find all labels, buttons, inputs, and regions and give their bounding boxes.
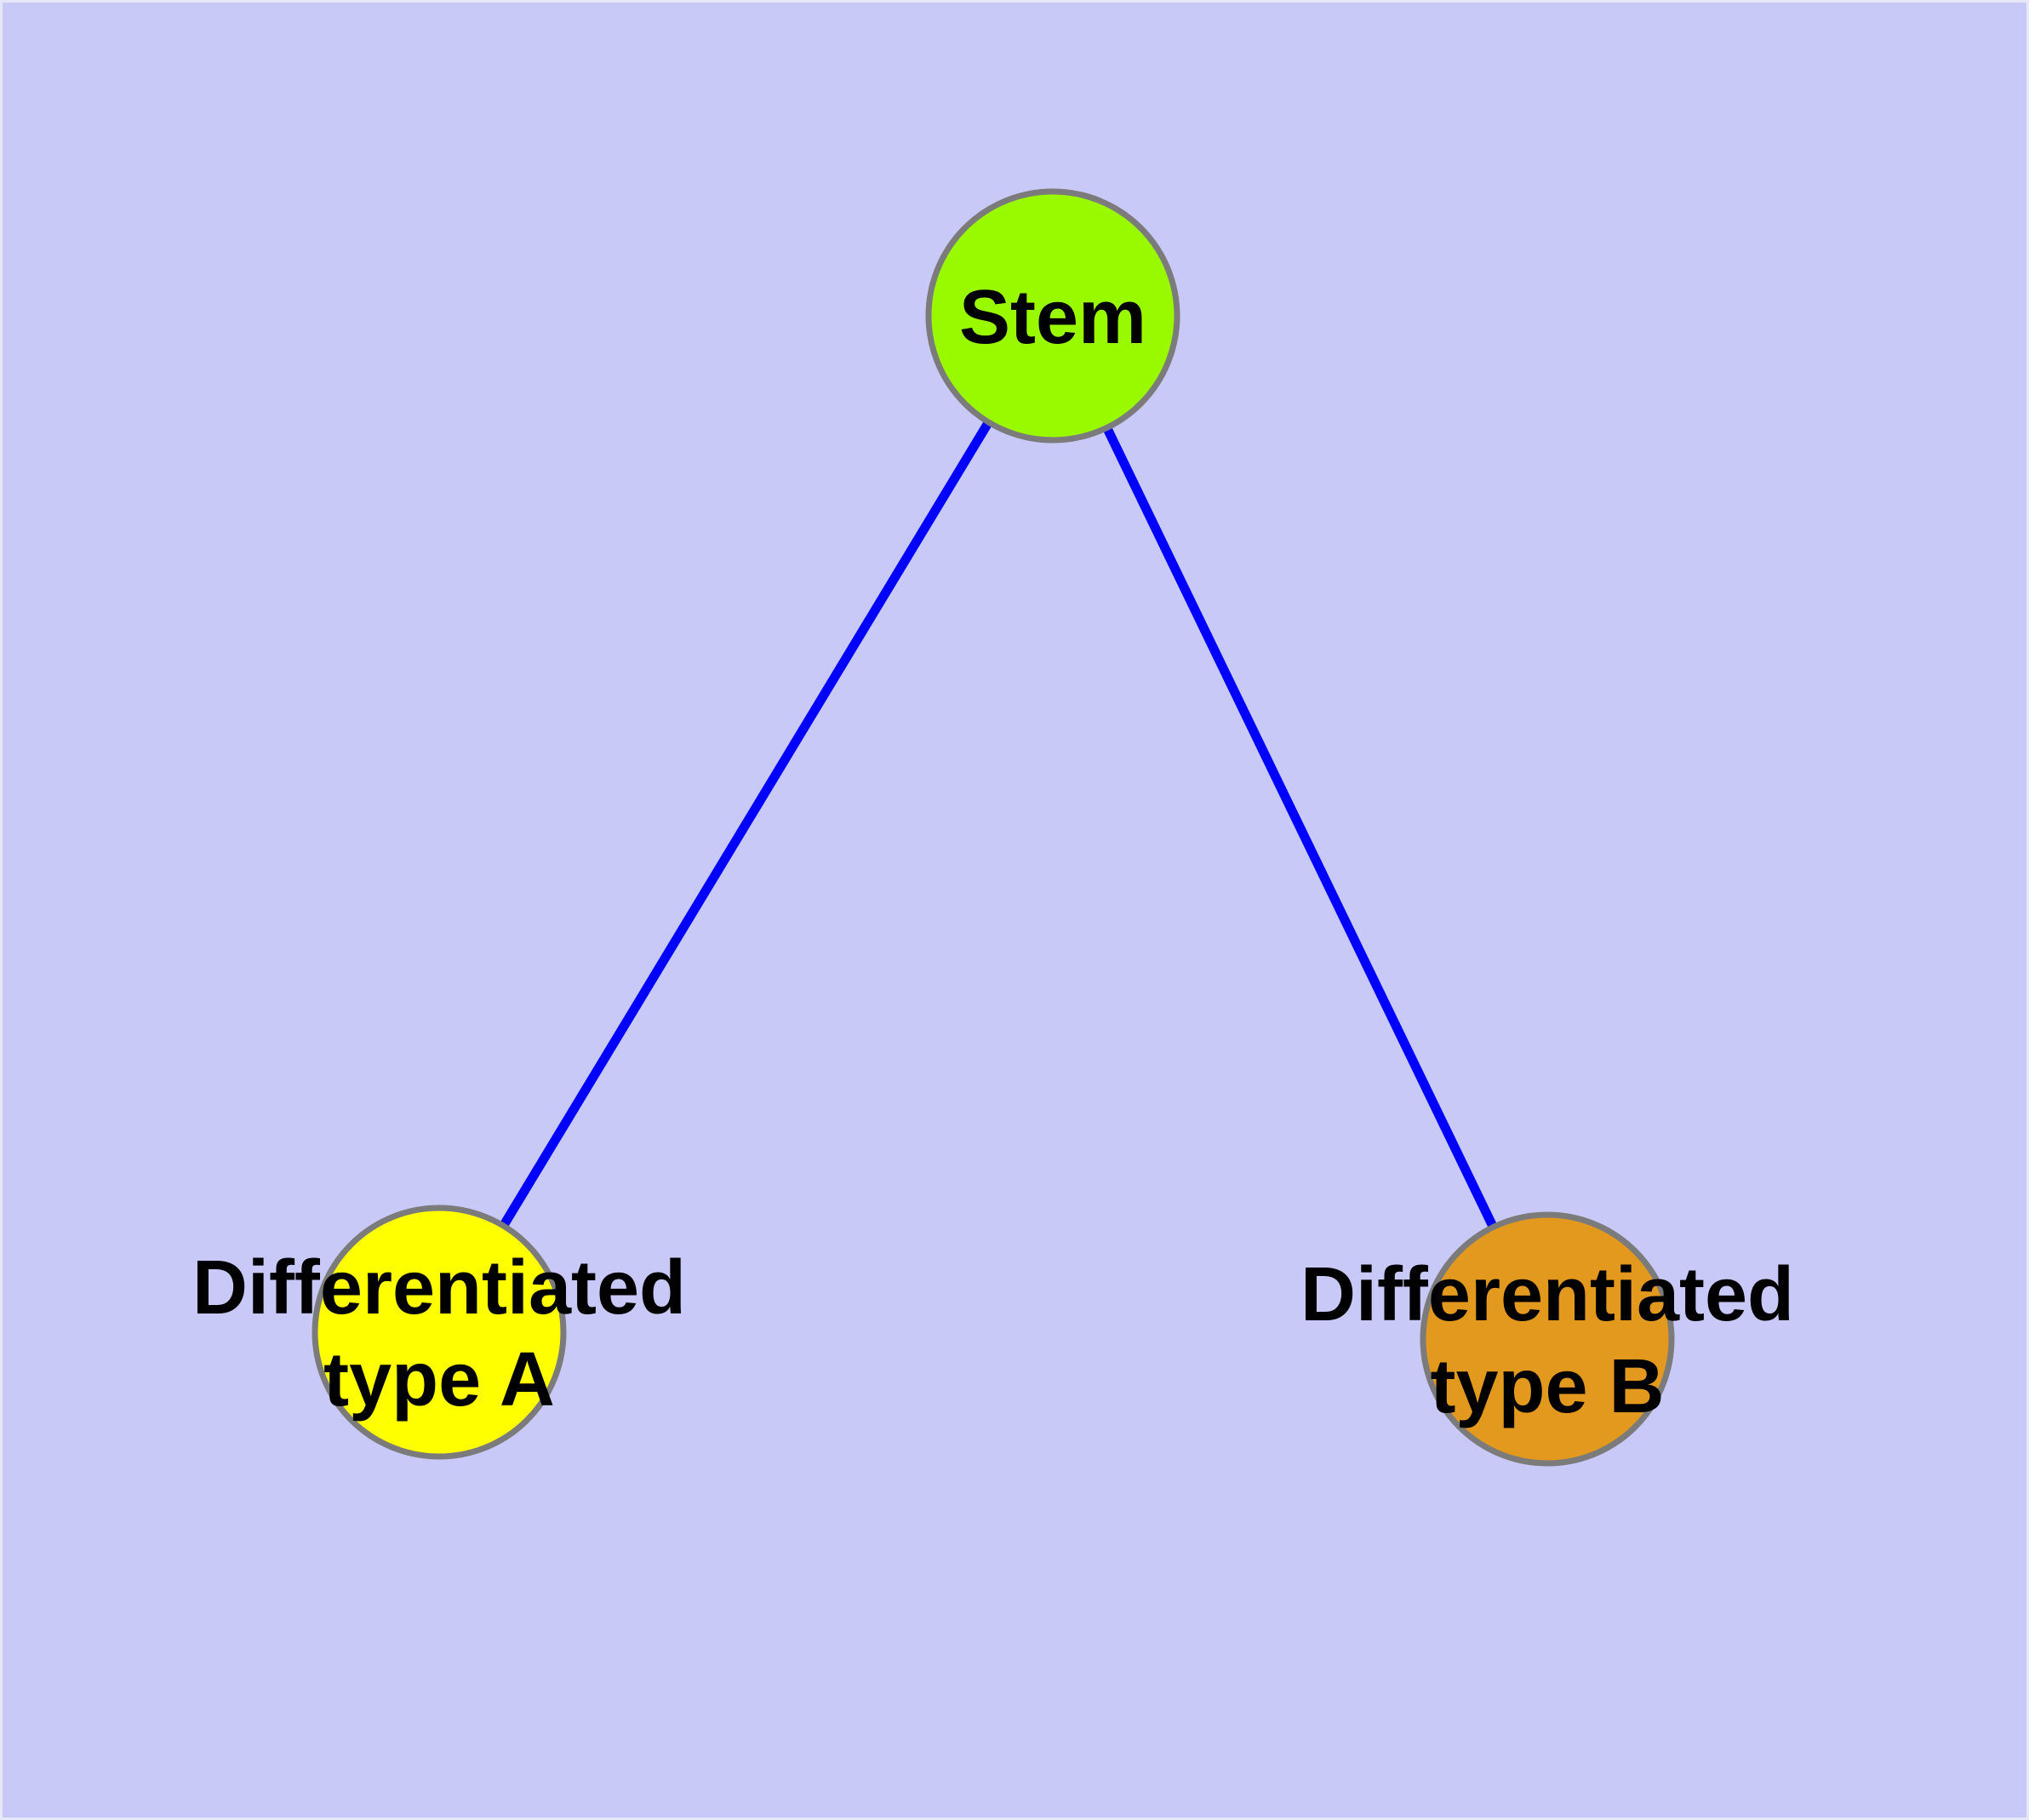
node-circle-diff-type-b [1420,1211,1675,1467]
edge-stem-to-diff-type-b [1049,313,1552,1342]
node-circle-diff-type-a [311,1205,567,1460]
node-stem: Stem [925,188,1180,444]
node-label-line-stem-0: Stem [959,275,1146,360]
edge-stem-to-diff-type-a [435,313,1057,1335]
node-label-line-diff-type-a-0: Differentiated [192,1245,686,1331]
node-label-line-diff-type-b-0: Differentiated [1300,1252,1794,1337]
node-circle-stem [925,188,1180,444]
node-label-line-diff-type-a-1: type A [323,1337,555,1422]
node-label-stem: Stem [959,275,1146,360]
node-label-line-diff-type-b-1: type B [1430,1344,1664,1429]
